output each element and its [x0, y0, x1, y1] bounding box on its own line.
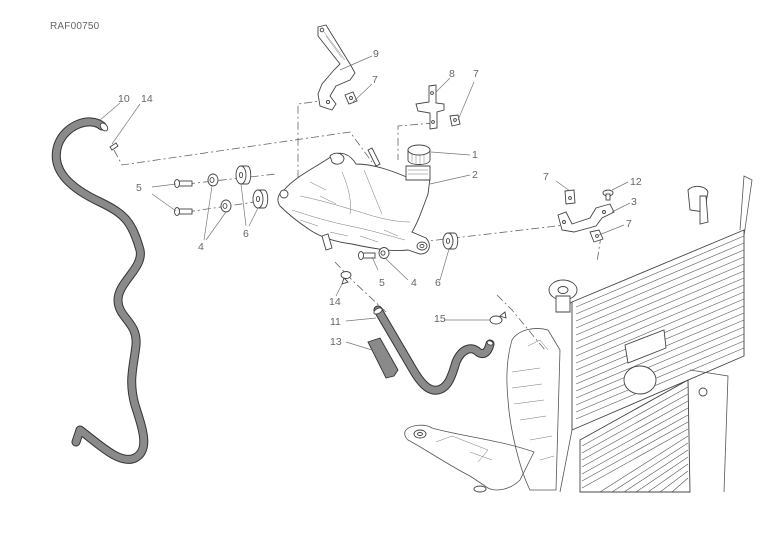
hose-clamp-14-lower [340, 271, 352, 285]
screw-12 [602, 189, 614, 201]
clip-nut-7-b [449, 114, 461, 127]
callout-7c: 7 [543, 171, 549, 183]
hose-clamp-14-upper [109, 142, 119, 151]
assembly-line-bracket9 [297, 99, 329, 198]
expansion-tank-cap-1 [407, 144, 431, 165]
lower-mounting-bracket [404, 424, 535, 493]
callout-5a: 5 [136, 182, 142, 194]
overflow-hose-10 [51, 117, 149, 464]
clip-nut-7-c [564, 189, 576, 205]
bracket-8 [415, 84, 445, 130]
screw-5-right [358, 251, 376, 260]
callout-12: 12 [630, 176, 642, 188]
grommet-6-lower [252, 189, 269, 209]
clip-nut-7-a [344, 91, 358, 105]
callout-2: 2 [472, 169, 478, 181]
hose-clamp-15 [489, 311, 507, 325]
screw-5-upper [174, 179, 193, 188]
callout-7b: 7 [473, 68, 479, 80]
diagram-reference-code: RAF00750 [50, 21, 100, 32]
callout-14a: 14 [141, 93, 153, 105]
assembly-line-bracket8 [397, 122, 435, 160]
callout-7a: 7 [372, 74, 378, 86]
grommet-6-right [442, 232, 459, 250]
callout-4b: 4 [411, 277, 417, 289]
callout-4a: 4 [198, 241, 204, 253]
hose-sleeve-13 [367, 337, 399, 379]
callout-7d: 7 [626, 218, 632, 230]
callout-6a: 6 [243, 228, 249, 240]
leader-lines [99, 55, 631, 351]
assembly-line-clamp15 [496, 294, 546, 351]
spacer-4-upper [207, 173, 219, 187]
bracket-3 [557, 203, 615, 233]
callout-15: 15 [434, 313, 446, 325]
spacer-4-lower [220, 199, 232, 213]
screw-5-lower [174, 207, 193, 216]
callout-9: 9 [373, 48, 379, 60]
grommet-6-upper [235, 165, 252, 185]
expansion-tank-2 [277, 147, 431, 255]
radiator-fins-upper [575, 235, 745, 420]
callout-13: 13 [330, 336, 342, 348]
assembly-line-hose10 [113, 131, 373, 166]
callout-1: 1 [472, 149, 478, 161]
clip-nut-7-d [589, 229, 604, 243]
assembly-line-screw-upper [186, 173, 277, 185]
callout-14b: 14 [329, 296, 341, 308]
radiator-assembly [506, 175, 753, 493]
spacer-4-right [378, 247, 390, 259]
callout-10: 10 [118, 93, 130, 105]
callout-6b: 6 [435, 277, 441, 289]
radiator-fins-lower [581, 386, 689, 493]
callout-11: 11 [330, 316, 341, 328]
assembly-line-clamp14 [334, 261, 387, 313]
connecting-hose-11 [373, 305, 495, 395]
assembly-line-right [419, 224, 566, 243]
callout-5b: 5 [379, 277, 385, 289]
bracket-9 [317, 24, 356, 111]
callout-8: 8 [449, 68, 455, 80]
callout-3: 3 [631, 196, 637, 208]
